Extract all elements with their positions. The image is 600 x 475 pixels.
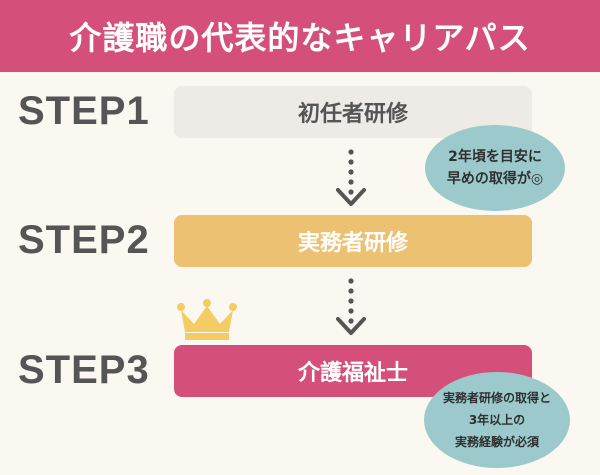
step3-name: 介護福祉士 xyxy=(297,361,408,386)
header-banner: 介護職の代表的なキャリアパス xyxy=(0,0,600,72)
step1-box: 初任者研修 xyxy=(174,86,532,138)
page-title: 介護職の代表的なキャリアパス xyxy=(69,19,531,57)
dotted-down-arrow-icon xyxy=(336,278,366,335)
dotted-down-arrow-icon xyxy=(336,149,366,206)
step2-label: STEP2 xyxy=(18,218,150,262)
step1-name: 初任者研修 xyxy=(297,102,408,127)
step2-name: 実務者研修 xyxy=(297,231,408,256)
step2-box: 実務者研修 xyxy=(174,215,532,267)
step1-note-bubble: 2年頃を目安に 早めの取得が◎ xyxy=(425,125,565,211)
step1-label: STEP1 xyxy=(18,89,150,133)
step3-note-line1: 実務者研修の取得と xyxy=(442,391,551,405)
step3-label: STEP3 xyxy=(18,348,150,392)
step1-note-line2: 早めの取得が◎ xyxy=(446,171,544,187)
step3-note-bubble: 実務者研修の取得と 3年以上の 実務経験が必須 xyxy=(424,372,570,468)
crown-icon xyxy=(177,299,237,340)
step3-note-line2: 3年以上の xyxy=(468,413,526,427)
step3-note-line3: 実務経験が必須 xyxy=(454,435,539,449)
step1-note-line1: 2年頃を目安に xyxy=(448,149,542,165)
